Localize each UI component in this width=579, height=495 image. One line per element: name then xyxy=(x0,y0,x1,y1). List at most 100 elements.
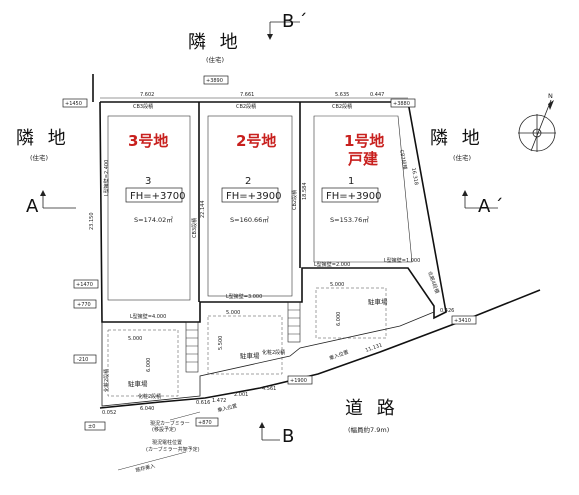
site-boundary xyxy=(99,101,447,323)
neighbor-right-sub: (住宅) xyxy=(453,153,471,162)
level-box-right-road xyxy=(451,315,477,325)
lot-3-red-label: 3号地 xyxy=(128,132,168,150)
dim-depth-left: 23.150 xyxy=(89,213,95,231)
parking-lot-2 xyxy=(207,315,283,375)
section-marker-b-prime: B´ xyxy=(267,11,311,40)
level-bottom-center: +870 xyxy=(198,420,212,426)
road-edge xyxy=(99,289,541,409)
lot-1-red-label-2: 戸建 xyxy=(348,150,379,168)
section-a-prime-label: A´ xyxy=(478,196,507,217)
parking-label-3: 駐車場 xyxy=(128,379,148,388)
cosmetic-block-left: 化粧2段積 xyxy=(103,369,110,392)
level-top-center: +3890 xyxy=(206,78,223,84)
lot-1-number: 1 xyxy=(348,176,354,187)
level-box-top-right xyxy=(390,98,416,108)
dim-bottom-052: 0.052 xyxy=(102,410,116,416)
dim-bottom-616: 0.616 xyxy=(196,400,210,406)
parking-lot-3 xyxy=(107,329,179,397)
park-w-3: 5.000 xyxy=(128,336,142,342)
section-b-label: B xyxy=(282,426,298,447)
dim-bottom-1472: 1.472 xyxy=(212,398,226,404)
parking-label-2: 駐車場 xyxy=(240,351,260,360)
park-w-1: 5.000 xyxy=(330,282,344,288)
lot-3-building-area xyxy=(107,115,191,301)
level-top-right: +3880 xyxy=(393,101,410,107)
curb-note-sub: (移設予定) xyxy=(152,426,176,433)
level-bottom-left: ±0 xyxy=(88,424,95,430)
lot-2-fh: FH=+3900 xyxy=(226,191,281,202)
road-label: 道 路 xyxy=(345,398,399,419)
lot-2-area: S=160.66㎡ xyxy=(230,215,269,224)
pole-note: 現況電柱位置 xyxy=(152,439,182,446)
parking-lot-1 xyxy=(315,287,387,339)
cb-top-1: CB3段積 xyxy=(133,103,153,110)
park-h-2: 5.500 xyxy=(218,336,224,350)
cb-top-2: CB2段積 xyxy=(236,103,256,110)
neighbor-top-label: 隣 地 xyxy=(188,32,242,53)
lot-2-red-label: 2号地 xyxy=(236,132,276,150)
level-box-top-center xyxy=(203,75,229,85)
lwall-mid: L型擁壁=3.000 xyxy=(226,293,262,300)
neighbor-right-label: 隣 地 xyxy=(430,128,484,149)
cosmetic-block-a: 化粧2段積 xyxy=(138,393,161,400)
lwall-1: L型擁壁=2.000 xyxy=(314,261,350,268)
level-left-2: +770 xyxy=(77,302,91,308)
stairs-lot-2 xyxy=(287,301,301,343)
existing-entry: 既存乗入 xyxy=(135,462,156,474)
dim-bottom-4561: 4.561 xyxy=(262,386,276,392)
level-box-left-3 xyxy=(73,354,97,364)
dim-bottom-11131: 11.131 xyxy=(365,342,383,354)
dim-depth-3: 22.144 xyxy=(200,201,206,219)
park-h-3: 6.000 xyxy=(146,358,152,372)
entry-position-1: 乗入位置 xyxy=(217,402,238,414)
lot-1-building-area xyxy=(313,115,413,263)
lot-3-number: 3 xyxy=(145,176,151,187)
dim-depth-2: 18.584 xyxy=(302,183,308,201)
pole-note-sub: (カーブミラー共架予定) xyxy=(146,446,200,453)
compass-north-label: N xyxy=(548,92,553,100)
cb-top-3: CB2段積 xyxy=(332,103,352,110)
dim-top-3: 5.635 xyxy=(335,92,349,98)
compass-icon: N xyxy=(518,92,556,152)
dim-top-4: 0.447 xyxy=(370,92,384,98)
section-a-label: A xyxy=(26,196,42,217)
cb-divider-2: CB2段積 xyxy=(291,190,298,210)
level-left-3: -210 xyxy=(77,357,88,363)
dim-bottom-6040: 6.040 xyxy=(140,406,154,412)
frontage-line xyxy=(101,311,435,407)
lot-2-fh-box xyxy=(221,187,279,203)
level-box-bottom-right xyxy=(287,375,313,385)
road-width-note: (幅員約7.9m) xyxy=(348,425,389,434)
level-left-1: +1470 xyxy=(76,282,93,288)
lwall-1-right: L型擁壁=1.000 xyxy=(384,257,420,264)
level-box-top-left xyxy=(62,98,88,108)
lot-3-area: S=174.02㎡ xyxy=(134,215,173,224)
level-box-bottom-left xyxy=(84,421,106,431)
parking-label-1: 駐車場 xyxy=(368,297,388,306)
section-marker-a-prime: A´ xyxy=(462,190,507,217)
cosmetic-block-b: 化粧2段積 xyxy=(262,349,285,356)
curb-note: 現況カーブミラー xyxy=(150,420,190,427)
lot-3-fh: FH=+3700 xyxy=(130,191,185,202)
curb-note-leader xyxy=(169,411,201,421)
neighbor-left-sub: (住宅) xyxy=(30,153,48,162)
lot-1-fh-box xyxy=(321,187,379,203)
lot-3-fh-box xyxy=(125,187,183,203)
section-b-prime-label: B´ xyxy=(282,11,311,32)
section-marker-a: A xyxy=(26,190,76,217)
level-box-left-2 xyxy=(73,299,97,309)
neighbor-top-sub: (住宅) xyxy=(206,55,224,64)
section-marker-b: B xyxy=(259,422,298,447)
lot-1-fh: FH=+3900 xyxy=(326,191,381,202)
dim-bottom-2001: 2.001 xyxy=(234,392,248,398)
level-right-road: +3410 xyxy=(454,318,471,324)
level-box-bottom-center xyxy=(195,417,219,427)
level-bottom-right: +1900 xyxy=(290,378,307,384)
lot-2-building-area xyxy=(207,115,293,297)
lot-2-number: 2 xyxy=(245,176,251,187)
level-top-left: +1450 xyxy=(65,101,82,107)
dim-top-1: 7.602 xyxy=(140,92,154,98)
cb-divider-1: CB3段積 xyxy=(191,218,198,238)
dim-bottom-0426: 0.426 xyxy=(440,308,454,314)
lot-1-area: S=153.76㎡ xyxy=(330,215,369,224)
